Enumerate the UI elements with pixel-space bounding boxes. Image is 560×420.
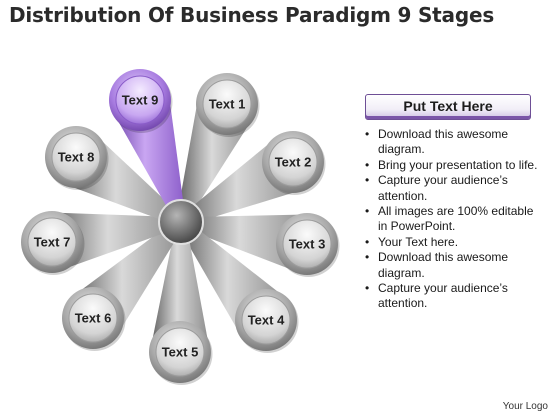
stage-node-3: Text 3 xyxy=(276,213,340,277)
node-face xyxy=(241,295,291,345)
bullet-dot-icon: • xyxy=(365,281,370,296)
stage-label: Text 4 xyxy=(248,313,285,328)
logo-placeholder: Your Logo xyxy=(502,401,548,412)
node-face xyxy=(268,137,318,187)
node-face xyxy=(202,79,252,129)
bullet-list: • Download this awesome diagram. • Bring yo… xyxy=(362,127,540,312)
node-face xyxy=(155,327,205,377)
bullet-text: Download this awesome diagram. xyxy=(378,127,509,157)
center-hub xyxy=(158,199,204,245)
bullet-item: • Capture your audience’s attention. xyxy=(362,173,540,204)
bullet-item: • Your Text here. xyxy=(362,235,540,250)
node-face xyxy=(68,293,118,343)
bullet-dot-icon: • xyxy=(365,234,370,249)
panel-header: Put Text Here xyxy=(365,94,531,120)
spoke-7 xyxy=(47,212,182,272)
stage-node-1: Text 1 xyxy=(196,73,260,137)
node-face xyxy=(282,219,332,269)
stage-label: Text 7 xyxy=(34,235,71,250)
bullet-item: • Bring your presentation to life. xyxy=(362,158,540,173)
spoke-5 xyxy=(150,222,210,353)
bullet-dot-icon: • xyxy=(365,173,370,188)
panel-header-text: Put Text Here xyxy=(403,98,493,114)
stage-node-5: Text 5 xyxy=(149,321,213,385)
stage-node-6: Text 6 xyxy=(62,287,126,351)
stage-label: Text 5 xyxy=(162,345,199,360)
stage-node-7: Text 7 xyxy=(21,211,85,275)
bullet-text: Capture your audience’s attention. xyxy=(378,173,508,203)
bullet-item: • Capture your audience’s attention. xyxy=(362,281,540,312)
bullet-text: Bring your presentation to life. xyxy=(378,157,538,172)
bullet-item: • Download this awesome diagram. xyxy=(362,250,540,281)
node-face xyxy=(115,75,165,125)
stage-node-2: Text 2 xyxy=(262,131,326,195)
node-face xyxy=(27,217,77,267)
stage-label: Text 1 xyxy=(209,97,246,112)
bullet-text: Download this awesome diagram. xyxy=(378,250,509,280)
bullet-item: • All images are 100% editable in PowerPo… xyxy=(362,204,540,235)
node-face xyxy=(51,132,101,182)
stage-node-8: Text 8 xyxy=(45,126,109,190)
stage-node-4: Text 4 xyxy=(235,289,299,353)
bullet-text: Your Text here. xyxy=(378,234,459,249)
bullet-item: • Download this awesome diagram. xyxy=(362,127,540,158)
bullet-dot-icon: • xyxy=(365,157,370,172)
stage-label: Text 3 xyxy=(289,237,326,252)
stage-label: Text 9 xyxy=(122,93,159,108)
stage-label: Text 8 xyxy=(58,150,95,165)
nodes-layer: Text 1 Text 2 Text 3 Text 4 Text 5 Text 6 Text… xyxy=(21,69,340,385)
bullet-text: All images are 100% editable in PowerPoi… xyxy=(378,204,534,234)
stage-label: Text 6 xyxy=(75,311,112,326)
spoke-3 xyxy=(180,214,313,274)
bullet-dot-icon: • xyxy=(365,250,370,265)
bullet-dot-icon: • xyxy=(365,127,370,141)
stage-label: Text 2 xyxy=(275,155,312,170)
slide-title: Distribution Of Business Paradigm 9 Stag… xyxy=(9,3,495,27)
stage-node-9: Text 9 xyxy=(109,69,173,133)
bullet-text: Capture your audience’s attention. xyxy=(378,281,508,311)
bullet-dot-icon: • xyxy=(365,204,370,219)
